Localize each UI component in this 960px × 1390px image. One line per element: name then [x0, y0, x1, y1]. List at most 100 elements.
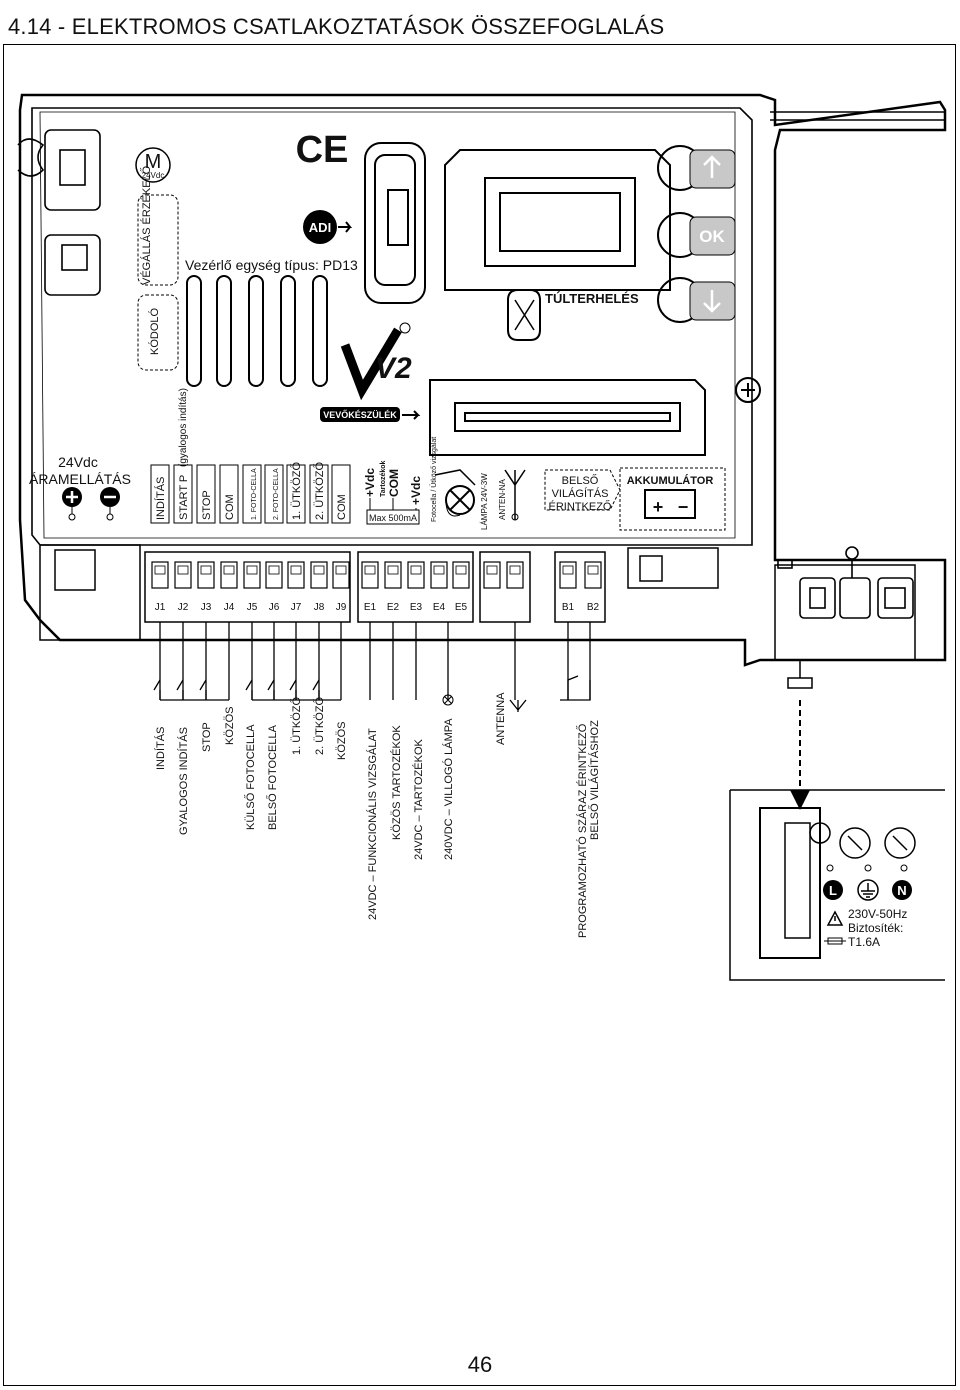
power-plus-icon — [62, 487, 82, 507]
wire-label: BELSŐ FOTOCELLA — [265, 724, 279, 830]
motor-label: M — [145, 151, 162, 173]
wire-label: 24VDC – FUNKCIONÁLIS VIZSGÁLAT — [366, 728, 379, 920]
button-up[interactable] — [657, 145, 736, 191]
fuse-icon — [824, 937, 846, 945]
terminal-label-box — [286, 464, 306, 524]
overload-indicator: TÚLTERHELÉS — [507, 289, 639, 341]
receiver-slot — [429, 379, 706, 456]
wire-label: KÖZÖS — [224, 706, 236, 745]
limit-switch-label: VÉGÁLLÁS ÉRZÉKELŐ — [139, 165, 153, 285]
battery-plus: + — [653, 497, 664, 517]
terminal-screw — [220, 561, 238, 589]
terminal-number: B2 — [587, 602, 600, 613]
terminal-strip — [39, 544, 719, 641]
wire-label: 2. ÜTKÖZŐ — [312, 696, 326, 755]
terminal-screw — [584, 561, 602, 589]
battery-minus: − — [678, 497, 689, 517]
terminal-screw — [384, 561, 402, 589]
v2-logo: V2 — [340, 322, 412, 401]
accessory-com: COM — [387, 469, 401, 497]
battery-connector: AKKUMULÁTOR + − — [619, 467, 726, 531]
ground-screw — [787, 660, 813, 689]
ground-icon — [857, 879, 879, 901]
lamp-symbol: LÁMPA 24V-3W — [434, 469, 489, 530]
wire-label: STOP — [201, 722, 213, 752]
control-board — [18, 93, 947, 667]
vent-slots — [186, 275, 328, 387]
antenna-icon: ANTEN-NA — [498, 469, 526, 521]
terminal-label: STOP — [201, 490, 213, 520]
motor-connector — [17, 129, 101, 296]
wire-label: KÖZÖS — [336, 721, 348, 760]
terminal-screw — [174, 561, 192, 589]
arrow-up-icon — [703, 155, 721, 178]
accessory-tartozekok: Tartozékok — [380, 460, 387, 497]
terminal-number: J7 — [291, 602, 302, 613]
wire-label: KÜLSŐ FOTOCELLA — [243, 724, 257, 830]
wire-label: 24VDC – TARTOZÉKOK — [412, 738, 425, 860]
mains-inset: L N 230V-50Hz Biztosíték: T1.6A — [729, 789, 945, 981]
terminal-screw — [506, 561, 524, 589]
encoder-frame — [137, 294, 179, 371]
accessory-vdc-2: +Vdc — [409, 476, 423, 505]
terminal-label-box — [309, 464, 329, 524]
limit-switch-frame — [137, 194, 179, 286]
motor-symbol: M 24Vdc — [135, 147, 171, 183]
heading-text: 4.14 - ELEKTROMOS CSATLAKOZTATÁSOK ÖSSZE… — [8, 14, 665, 39]
fuse-label: Biztosíték: — [848, 921, 903, 935]
max-current-label: Max 500mA — [369, 513, 417, 523]
ce-mark: CE — [296, 129, 349, 171]
terminal-screw — [197, 561, 215, 589]
terminal-number: E2 — [387, 602, 400, 613]
button-ok[interactable]: OK — [657, 212, 736, 258]
terminal-number: E3 — [410, 602, 423, 613]
terminal-screw — [407, 561, 425, 589]
terminal-label-box — [150, 464, 170, 524]
pedestrian-note: (gyalogos indítás) — [178, 388, 189, 467]
terminal-label: COM — [224, 494, 236, 520]
terminal-number: E1 — [364, 602, 377, 613]
page-number: 46 — [467, 1352, 493, 1377]
accessory-test: Fotocella / Ütköző vizsgálat — [430, 437, 438, 522]
side-connector — [777, 546, 914, 619]
v2-logo-text: V2 — [375, 352, 412, 385]
terminal-screw — [310, 561, 328, 589]
terminal-screw — [243, 561, 261, 589]
battery-label: AKKUMULÁTOR — [627, 474, 714, 487]
receiver-socket — [364, 142, 426, 304]
terminal-label: START P — [178, 475, 190, 520]
terminal-screw — [332, 561, 350, 589]
mains-n-icon: N — [892, 880, 912, 900]
fuse-value: T1.6A — [848, 935, 880, 949]
motor-sub-label: 24Vdc — [142, 171, 165, 180]
encoder-label: KÓDOLÓ — [148, 307, 161, 355]
screw-icon — [735, 377, 761, 403]
wire-label: BELSŐ VILÁGÍTÁSHOZ — [587, 720, 601, 840]
terminal-label: 1. ÜTKÖZŐ — [289, 461, 303, 520]
button-down[interactable] — [657, 277, 736, 323]
terminal-screw — [361, 561, 379, 589]
mains-n-label: N — [897, 883, 906, 898]
arrow-down-icon — [703, 290, 721, 313]
power-label-1: 24Vdc — [58, 454, 98, 470]
terminal-number: J8 — [314, 602, 325, 613]
internal-light-line3: ÉRINTKEZŐ — [549, 499, 612, 513]
terminal-screw — [559, 561, 577, 589]
terminal-number: B1 — [562, 602, 575, 613]
mains-l-icon: L — [823, 880, 843, 900]
page-frame — [3, 44, 956, 1386]
antenna-wire-icon — [509, 699, 527, 712]
terminal-label: 2. ÜTKÖZŐ — [312, 461, 326, 520]
terminal-label: COM — [336, 494, 348, 520]
terminal-label-box — [264, 464, 284, 524]
receiver-label: VEVŐKÉSZÜLÉK — [323, 409, 397, 420]
wire-label: PROGRAMOZHATÓ SZÁRAZ ÉRINTKEZŐ — [575, 723, 589, 938]
lcd-display — [444, 149, 671, 291]
receiver-label-box: VEVŐKÉSZÜLÉK — [320, 407, 421, 422]
terminal-number: E4 — [433, 602, 446, 613]
terminal-number: J2 — [178, 602, 189, 613]
terminal-label-box — [173, 464, 193, 524]
wires — [153, 622, 591, 701]
